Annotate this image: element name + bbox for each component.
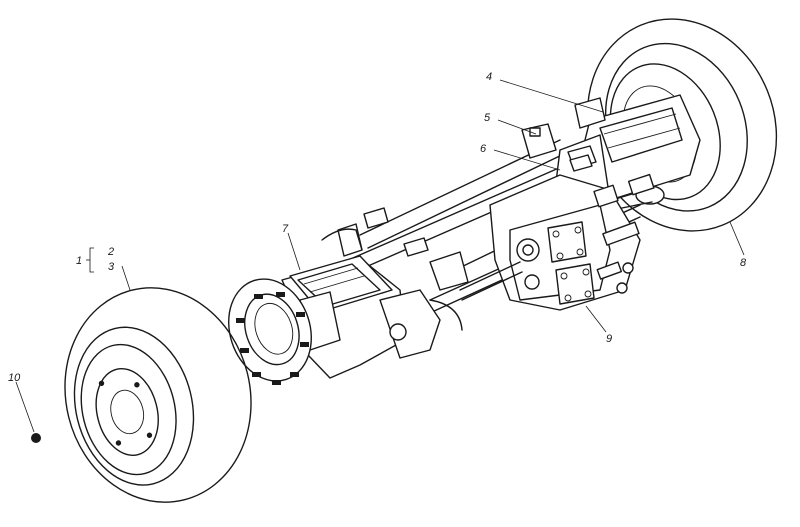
callout-10: 10 bbox=[8, 372, 21, 384]
callout-8: 8 bbox=[740, 257, 747, 269]
left-wheel-tire bbox=[64, 287, 252, 503]
callout-labels: 1 2 3 4 5 6 7 8 9 10 bbox=[8, 71, 747, 384]
callout-9: 9 bbox=[606, 333, 612, 345]
callout-1: 1 bbox=[76, 255, 82, 267]
callout-3: 3 bbox=[108, 261, 115, 273]
hub-flange-plate bbox=[228, 278, 312, 385]
gearbox-housing bbox=[459, 173, 655, 311]
callout-7: 7 bbox=[282, 223, 289, 235]
rod-blocks bbox=[337, 154, 593, 291]
callout-5: 5 bbox=[484, 112, 491, 124]
ball-fastener bbox=[31, 433, 41, 443]
callout-6: 6 bbox=[480, 143, 487, 155]
callout-2: 2 bbox=[107, 246, 114, 258]
leader-lines bbox=[15, 79, 745, 433]
callout-4: 4 bbox=[486, 71, 492, 83]
